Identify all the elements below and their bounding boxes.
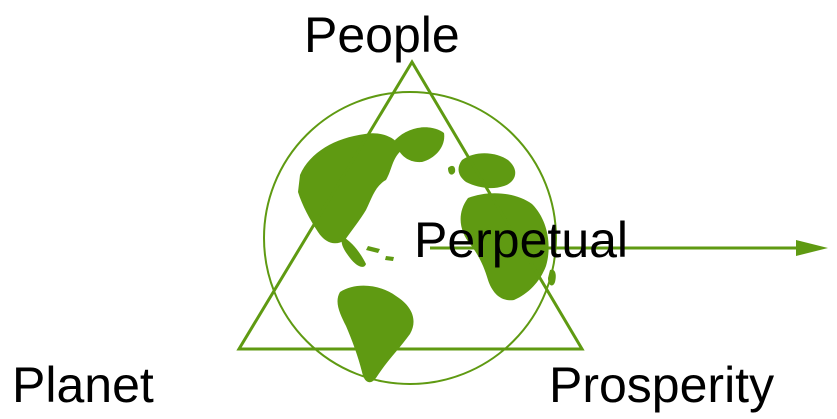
label-perpetual: Perpetual — [414, 215, 628, 265]
label-planet: Planet — [12, 360, 154, 410]
label-people: People — [304, 10, 460, 60]
label-prosperity: Prosperity — [549, 360, 774, 410]
